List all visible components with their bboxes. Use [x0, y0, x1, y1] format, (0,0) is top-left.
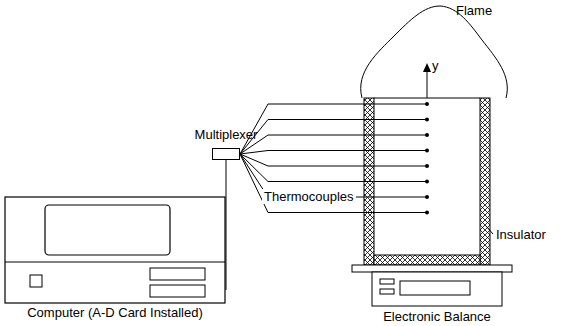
balance-plate — [352, 265, 512, 272]
y-axis-head — [423, 63, 431, 72]
container-top — [374, 98, 480, 99]
node-label: Computer (A-D Card Installed) — [27, 305, 203, 320]
part-label: Flame — [456, 3, 492, 18]
leader-line — [486, 226, 493, 234]
computer-case — [5, 197, 225, 303]
balance-body — [372, 272, 502, 306]
multiplexer-box: Multiplexer — [212, 148, 240, 160]
part-label: Insulator — [496, 227, 546, 242]
flame-outline — [361, 6, 508, 98]
insulator-bottom — [374, 255, 480, 265]
computer-screen — [45, 205, 170, 255]
cable-connector — [226, 160, 227, 290]
part-label: Electronic Balance — [383, 309, 491, 324]
balance-button — [380, 279, 394, 284]
disk-drive — [150, 268, 205, 280]
thermocouple-wires — [240, 104, 427, 213]
balance-button — [380, 289, 394, 294]
computer-node: Computer (A-D Card Installed) — [4, 196, 226, 324]
disk-drive — [150, 285, 205, 297]
computer-divider — [5, 262, 225, 263]
part-label: Thermocouples — [262, 189, 356, 204]
part-label: y — [432, 58, 439, 73]
insulator-right — [480, 98, 490, 265]
node-label: Multiplexer — [195, 127, 258, 142]
power-button — [30, 275, 42, 287]
thermocouple-junctions — [425, 102, 429, 215]
balance-display — [400, 281, 470, 295]
